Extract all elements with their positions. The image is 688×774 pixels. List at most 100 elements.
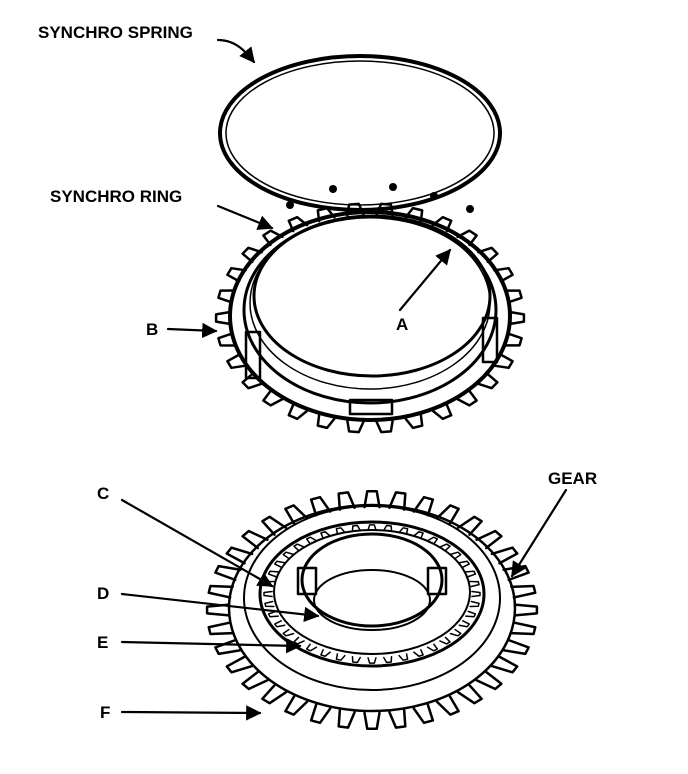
tooth [469, 580, 480, 588]
tooth [316, 413, 336, 430]
tooth [383, 656, 393, 664]
tooth [503, 332, 523, 347]
tooth [449, 551, 462, 560]
tooth [262, 389, 284, 407]
tooth [398, 653, 409, 661]
tooth [413, 531, 424, 539]
tooth [456, 389, 478, 407]
tooth [273, 620, 286, 628]
tooth [439, 543, 451, 552]
tooth [508, 310, 526, 326]
tooth [241, 670, 269, 691]
tooth [267, 610, 279, 618]
tooth [316, 206, 336, 223]
tooth [471, 590, 481, 598]
tooth [346, 202, 365, 217]
label-c: C [97, 484, 109, 503]
tooth [351, 656, 361, 664]
dog-clutch-teeth [263, 524, 481, 664]
tooth [490, 655, 519, 674]
label-a: A [396, 315, 408, 334]
tooth [264, 600, 275, 608]
tooth [263, 590, 273, 598]
tooth [490, 546, 519, 565]
tooth [493, 353, 514, 370]
tooth [477, 246, 499, 264]
tooth [435, 695, 460, 716]
tooth [225, 655, 254, 674]
tooth [383, 524, 393, 532]
tooth [363, 489, 381, 509]
synchro-spring [218, 54, 502, 212]
tooth [293, 636, 305, 645]
tooth [388, 491, 407, 511]
tooth [404, 413, 424, 430]
tooth [398, 527, 409, 535]
tooth [413, 649, 424, 657]
tooth [475, 670, 503, 691]
tooth [207, 584, 234, 599]
tooth [217, 332, 237, 347]
tooth [456, 515, 483, 536]
label-synchro-spring: SYNCHRO SPRING [38, 23, 193, 42]
tooth [309, 495, 332, 517]
tooth [282, 551, 295, 560]
tooth [261, 515, 288, 536]
label-synchro-ring: SYNCHRO RING [50, 187, 182, 206]
tooth [493, 266, 514, 283]
tooth [431, 403, 453, 421]
tooth [458, 560, 471, 568]
tooth [335, 527, 346, 535]
tooth [225, 546, 254, 565]
tooth [469, 600, 480, 608]
label-b: B [146, 320, 158, 339]
tooth [367, 524, 377, 531]
tooth [513, 603, 539, 617]
tooth [282, 628, 295, 637]
label-d: D [97, 584, 109, 603]
tooth [287, 215, 309, 233]
tooth [337, 491, 356, 511]
synchro-ring [214, 183, 526, 434]
tooth [346, 419, 365, 434]
tooth [337, 709, 356, 729]
tooth [284, 695, 309, 716]
tooth [226, 266, 247, 283]
tooth [241, 246, 263, 264]
tooth [456, 229, 478, 247]
tooth [287, 403, 309, 421]
tooth [241, 529, 269, 550]
tooth [477, 372, 499, 390]
tooth [502, 638, 530, 656]
tooth [465, 610, 477, 618]
tooth [439, 636, 451, 645]
tooth [351, 524, 361, 532]
tooth [426, 643, 439, 652]
tooth [261, 684, 288, 705]
tooth [458, 620, 471, 628]
tooth [273, 560, 286, 568]
tooth [435, 504, 460, 525]
tooth [293, 543, 305, 552]
leader-lines [120, 38, 568, 721]
gear [205, 489, 539, 731]
tooth [510, 621, 537, 636]
tooth [309, 703, 332, 725]
tooth [475, 529, 503, 550]
tooth [262, 229, 284, 247]
tooth [305, 536, 318, 545]
tooth [388, 709, 407, 729]
tooth [426, 536, 439, 545]
tooth [305, 643, 318, 652]
tooth [412, 495, 435, 517]
tooth [284, 504, 309, 525]
tooth [456, 684, 483, 705]
label-gear: GEAR [548, 469, 597, 488]
tooth [510, 584, 537, 599]
tooth [503, 289, 523, 304]
tooth [412, 703, 435, 725]
tooth [217, 289, 237, 304]
tooth [214, 564, 242, 582]
tooth [367, 657, 377, 664]
